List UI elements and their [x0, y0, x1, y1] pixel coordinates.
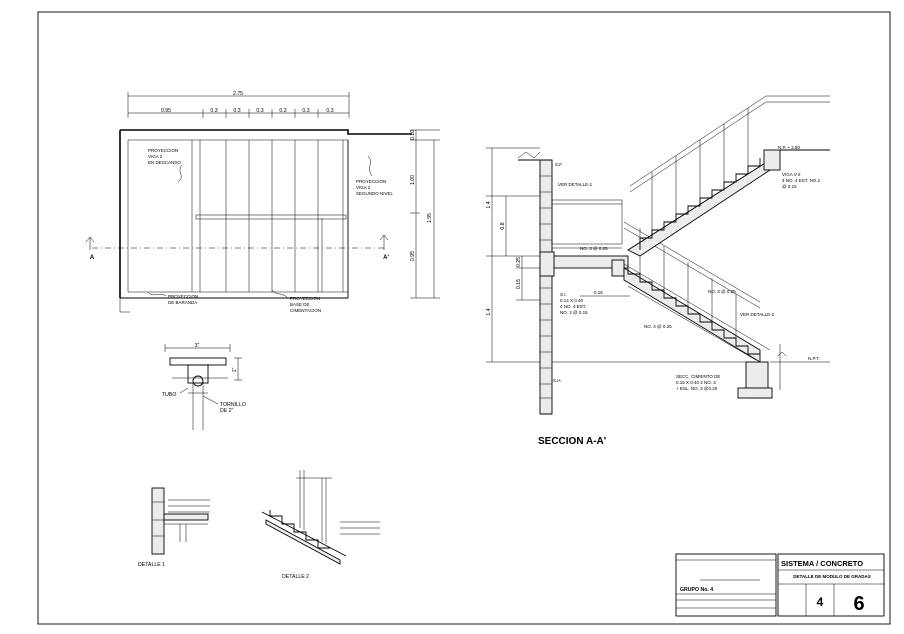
rebar-no3-left: NO. 3 @ 0.25: [580, 246, 608, 251]
plan-dim-4: 0.3: [279, 108, 286, 114]
title-system: SISTEMA / CONCRETO: [781, 559, 863, 568]
stair-plan-view: 2.75 0.95 0.3 0.3 0.3 0.3 0.3 0.3: [85, 91, 440, 313]
section-dim-left-1: 0.8: [500, 222, 506, 229]
plan-dim-right-top: 0.10: [410, 130, 416, 140]
title-number-small: 4: [817, 595, 824, 609]
ver-detalle-2: VER DETALLE-2: [740, 312, 775, 317]
viga-v2-1: VIGA V-2: [782, 172, 801, 177]
plan-dim-3: 0.3: [256, 108, 263, 114]
note-viga-descanso-3: EN DESCANSO: [148, 160, 181, 165]
viga-v2-3: @ 0.15: [782, 184, 797, 189]
title-number-large: 6: [853, 593, 864, 615]
level-sf: S.F.: [555, 162, 563, 167]
grupo-label: GRUPO No. 4: [680, 587, 713, 593]
plan-dim-0: 0.95: [161, 108, 171, 114]
beam-note-3: 4 NO. 4 EST.: [560, 304, 586, 309]
note-baranda-2: DE BARANDA: [168, 300, 197, 305]
plan-dim-5: 0.3: [302, 108, 309, 114]
plan-dim-2: 0.3: [233, 108, 240, 114]
railing-dim-width: 3": [195, 343, 200, 349]
ver-detalle-1: VER DETALLE-1: [558, 182, 593, 187]
viga-v2-2: 4 NO. 4 EST. NO.2: [782, 178, 821, 183]
section-dim-left-0: 1.4: [486, 201, 492, 208]
note-cimentacion-1: PROYECCION: [290, 296, 320, 301]
level-np: N.P. + 2.80: [778, 145, 801, 150]
note-baranda-1: PROYECCION: [168, 294, 198, 299]
level-sh: S.H.: [553, 378, 562, 383]
railing-dim-height: 1": [232, 367, 238, 372]
note-viga-descanso-2: VIGA 2: [148, 154, 163, 159]
beam-note-4: NO. 2 @ 0.15: [560, 310, 588, 315]
note-viga-descanso-1: PROYECCION: [148, 148, 178, 153]
beam-note-2: 0.14 X 0.40: [560, 298, 584, 303]
label-tubo: TUBO: [162, 392, 176, 398]
cimiento-note-2: 0.15 X 0.40 2 NO. 3: [676, 380, 716, 385]
detail-2: DETALLE 2: [261, 470, 380, 580]
plan-dim-right-total: 1.95: [427, 213, 433, 223]
rebar-no3-right: NO. 3 @ 0.25: [708, 289, 736, 294]
cimiento-note-1: SECC. CIMIENTO DE: [676, 374, 720, 379]
detalle-1-label: DETALLE 1: [138, 562, 165, 568]
label-tornillo-1: TORNILLO: [220, 402, 246, 408]
section-a-a: 1.4 0.8 0.25 0.15 1.4 S.F. S.H.: [486, 95, 830, 447]
sheet-border: [37, 11, 891, 625]
cut-label-a: A: [90, 255, 95, 261]
label-tornillo-2: DE 2": [220, 408, 234, 414]
detalle-2-label: DETALLE 2: [282, 574, 309, 580]
section-dim-left-3: 0.15: [516, 279, 522, 289]
title-subtitle: DETALLE DE MODULO DE GRADAS: [793, 574, 870, 579]
note-viga-segundo-3: SEGUNDO NIVEL: [356, 191, 394, 196]
section-title: SECCION A-A': [538, 436, 606, 447]
note-viga-segundo-1: PROYECCION: [356, 179, 386, 184]
plan-dim-6: 0.3: [326, 108, 333, 114]
note-cimentacion-3: CIMENTACION: [290, 308, 321, 313]
cut-label-a-prime: A': [383, 255, 389, 261]
plan-dim-total: 2.75: [233, 91, 243, 97]
detail-1: DETALLE 1: [138, 487, 210, 568]
note-cimentacion-2: BASE DE: [290, 302, 310, 307]
railing-bolt-detail: 3" 1" TUBO TORNILLO DE 2": [162, 343, 246, 430]
note-viga-segundo-2: VIGA 2: [356, 185, 371, 190]
title-block: GRUPO No. 4 SISTEMA / CONCRETO DETALLE D…: [675, 553, 885, 617]
cimiento-note-3: + ESL. NO. 3 @0.20: [676, 386, 718, 391]
plan-dim-1: 0.3: [210, 108, 217, 114]
plan-dim-right-mid: 1.00: [410, 175, 416, 185]
dim-small: 0.15: [594, 290, 603, 295]
section-dim-left-4: 1.4: [486, 308, 492, 315]
section-dim-left-2: 0.25: [516, 257, 522, 267]
plan-dim-right-bot: 0.95: [410, 251, 416, 261]
rebar-no4: NO. 4 @ 0.25: [644, 324, 672, 329]
beam-note-1: S.I.: [560, 292, 567, 297]
level-npt: N.P.T.: [808, 356, 820, 361]
